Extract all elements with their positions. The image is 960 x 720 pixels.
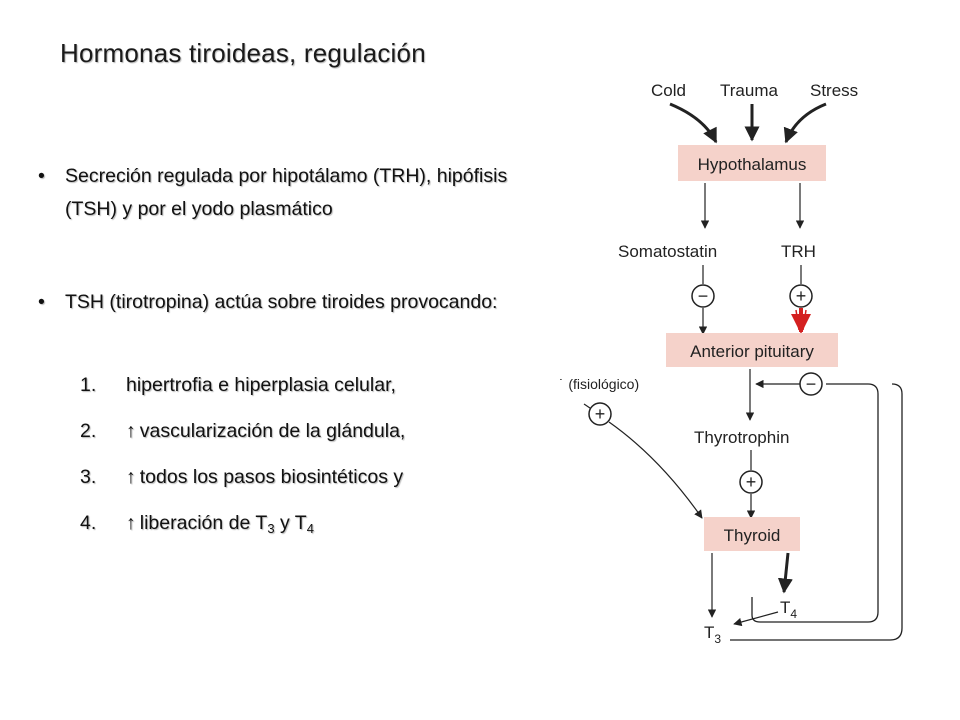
plus-symbol: +	[595, 404, 606, 424]
inhibit-sign-somatostatin	[691, 284, 715, 308]
item-number: 3.	[80, 466, 97, 488]
stimulus-trauma: Trauma	[720, 81, 778, 100]
stimulate-sign-trh	[789, 284, 813, 308]
stimulus-stress: Stress	[810, 81, 858, 100]
item-text: todos los pasos biosintéticos y	[139, 466, 404, 488]
bullet-text: Secreción regulada por hipotálamo (TRH),…	[65, 165, 508, 220]
feedback-loop-t3	[730, 383, 903, 641]
numbered-item-1: 1. hipertrofia e hiperplasia celular,	[80, 370, 396, 400]
item-subscript: 4	[306, 521, 314, 536]
trh-label: TRH	[781, 242, 816, 261]
iodide-charge: −	[560, 374, 562, 386]
hypothalamus-label: Hypothalamus	[698, 155, 807, 174]
red-arrow-stroke	[795, 309, 800, 331]
anterior-pituitary-label: Anterior pituitary	[690, 342, 814, 361]
bullet-secretion: • Secreción regulada por hipotálamo (TRH…	[38, 160, 528, 226]
item-number: 2.	[80, 420, 97, 442]
numbered-item-3: 3. ↑todos los pasos biosintéticos y	[80, 462, 403, 492]
stimulate-sign-thyrotrophin	[739, 470, 763, 494]
plus-symbol: +	[746, 472, 757, 492]
item-text: vascularización de la glándula,	[139, 420, 406, 442]
stimulate-sign-iodide	[588, 402, 612, 426]
bullet-marker: •	[38, 291, 45, 313]
up-arrow-icon: ↑	[126, 466, 136, 488]
anterior-pituitary-box	[666, 333, 838, 367]
bullet-tsh: • TSH (tirotropina) actúa sobre tiroides…	[38, 286, 528, 319]
thyroid-regulation-diagram: Cold Trauma Stress Hypothalamus Somatost…	[560, 81, 903, 646]
t3-subscript: 3	[714, 632, 721, 646]
arrow-t4-to-t3	[733, 611, 779, 627]
t3-label: T3	[704, 623, 721, 646]
arrow-iodide-to-thyroid	[608, 421, 703, 519]
item-text-mid: y T	[274, 512, 307, 534]
hypothalamus-box	[678, 145, 826, 181]
bullet-text: TSH (tirotropina) actúa sobre tiroides p…	[65, 291, 498, 313]
iodide-label: I−(fisiológico)	[560, 374, 639, 392]
stimulus-cold: Cold	[651, 81, 686, 100]
item-number: 1.	[80, 374, 97, 396]
item-subscript: 3	[267, 521, 275, 536]
t4-subscript: 4	[790, 607, 797, 621]
feedback-loop-t4	[751, 383, 879, 623]
item-text: liberación de T	[139, 512, 268, 534]
thyroid-box	[704, 517, 800, 551]
item-number: 4.	[80, 512, 97, 534]
plus-symbol: +	[796, 286, 807, 306]
minus-symbol: −	[698, 286, 709, 306]
t4-label: T4	[780, 598, 797, 621]
red-arrow-stroke	[802, 309, 807, 331]
slide-title: Hormonas tiroideas, regulación	[60, 38, 426, 68]
arrow-thyroid-to-t4	[777, 552, 793, 594]
minus-symbol: −	[806, 374, 817, 394]
somatostatin-label: Somatostatin	[618, 242, 717, 261]
item-text: hipertrofia e hiperplasia celular,	[126, 374, 396, 396]
arrow-cold	[669, 102, 718, 144]
t3-base: T	[704, 623, 714, 642]
thyrotrophin-label: Thyrotrophin	[694, 428, 789, 447]
iodide-note: (fisiológico)	[568, 376, 639, 392]
arrow-stress	[783, 102, 827, 144]
numbered-item-2: 2. ↑vascularización de la glándula,	[80, 416, 405, 446]
up-arrow-icon: ↑	[126, 512, 136, 534]
numbered-item-4: 4. ↑liberación de T3 y T4	[80, 508, 314, 538]
bullet-marker: •	[38, 165, 45, 187]
up-arrow-icon: ↑	[126, 420, 136, 442]
thyroid-label: Thyroid	[724, 526, 781, 545]
t4-base: T	[780, 598, 790, 617]
